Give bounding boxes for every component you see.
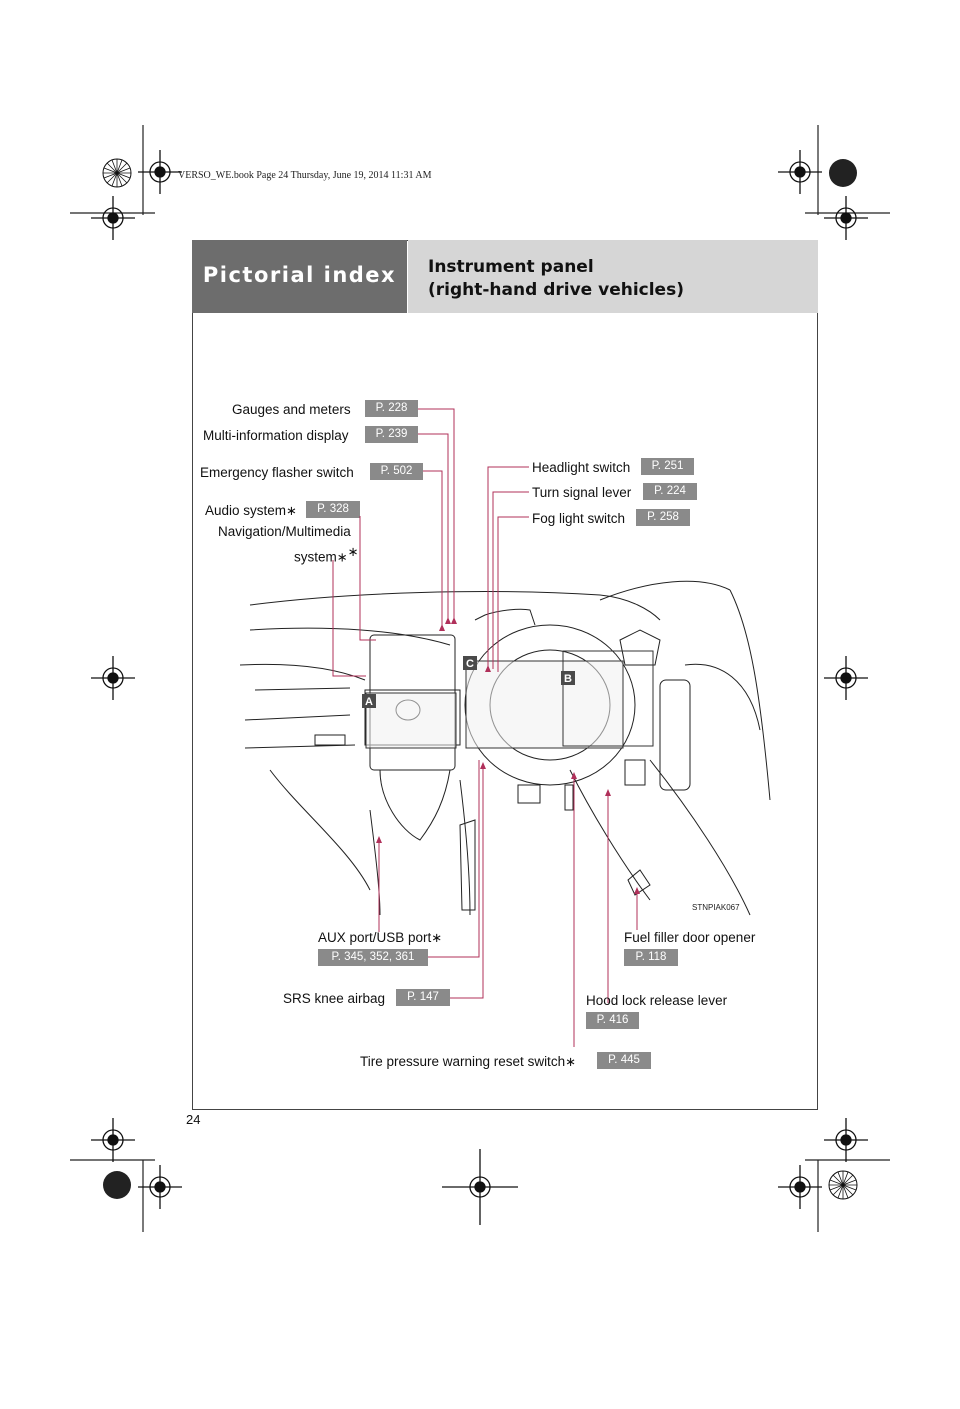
page-number: 24 [186,1112,201,1127]
badge-audio[interactable]: P. 328 [306,501,360,518]
badge-emergency[interactable]: P. 502 [370,463,423,480]
marker-c [463,656,477,670]
badge-aux[interactable]: P. 345, 352, 361 [318,949,428,966]
aux-text: AUX port/USB port [318,930,432,945]
page-title: Instrument panel [428,257,594,277]
section-title: Pictorial index [202,263,397,287]
label-turn-signal: Turn signal lever [532,485,632,500]
leader-lines [332,408,640,1047]
label-hood: Hood lock release lever [586,993,728,1008]
registration-marks [70,125,890,1232]
badge-turn-signal[interactable]: P. 224 [643,483,697,500]
badge-tire[interactable]: P. 445 [597,1052,651,1069]
asterisk: ∗ [347,544,359,559]
asterisk: ∗ [565,1054,576,1069]
label-navigation-line2: system∗∗ [294,544,359,566]
label-audio: Audio system∗ [205,503,297,519]
tire-text: Tire pressure warning reset switch [360,1054,566,1069]
badge-fog-light[interactable]: P. 258 [636,509,690,526]
marker-b [561,671,575,685]
label-aux: AUX port/USB port∗ [318,930,442,946]
label-headlight: Headlight switch [532,460,631,475]
instrument-panel-illustration: A B C STNPIAK067 [239,580,771,916]
label-knee-airbag: SRS knee airbag [283,991,386,1006]
file-info: VERSO_WE.book Page 24 Thursday, June 19,… [178,170,432,181]
label-emergency: Emergency flasher switch [200,465,354,480]
marker-b-label: B [564,673,572,685]
inset-box-a [365,692,457,749]
label-tire: Tire pressure warning reset switch∗ [360,1054,576,1070]
label-navigation-line1: Navigation/Multimedia [218,524,351,539]
badge-hood[interactable]: P. 416 [586,1012,639,1029]
badge-multi-info[interactable]: P. 239 [365,426,418,443]
label-gauges: Gauges and meters [232,402,351,417]
inset-box-b [465,660,624,749]
marker-a [362,694,376,708]
asterisk: ∗ [336,549,348,565]
nav-text: system [294,549,337,565]
label-multi-info: Multi-information display [203,428,349,443]
label-fuel: Fuel filler door opener [624,930,756,945]
badge-knee-airbag[interactable]: P. 147 [396,989,450,1006]
asterisk: ∗ [286,503,297,518]
section-tab: Pictorial index [192,240,407,313]
page-header: Instrument panel (right-hand drive vehic… [408,240,818,313]
inset-box-c [562,650,654,747]
badge-fuel[interactable]: P. 118 [624,949,678,966]
badge-headlight[interactable]: P. 251 [641,458,694,475]
image-code: STNPIAK067 [692,903,740,912]
label-fog-light: Fog light switch [532,511,626,526]
badge-gauges[interactable]: P. 228 [365,400,418,417]
asterisk: ∗ [431,930,443,945]
page-subtitle: (right-hand drive vehicles) [428,280,684,300]
marker-c-label: C [466,658,474,670]
audio-text: Audio system [205,503,287,518]
marker-a-label: A [365,696,373,708]
